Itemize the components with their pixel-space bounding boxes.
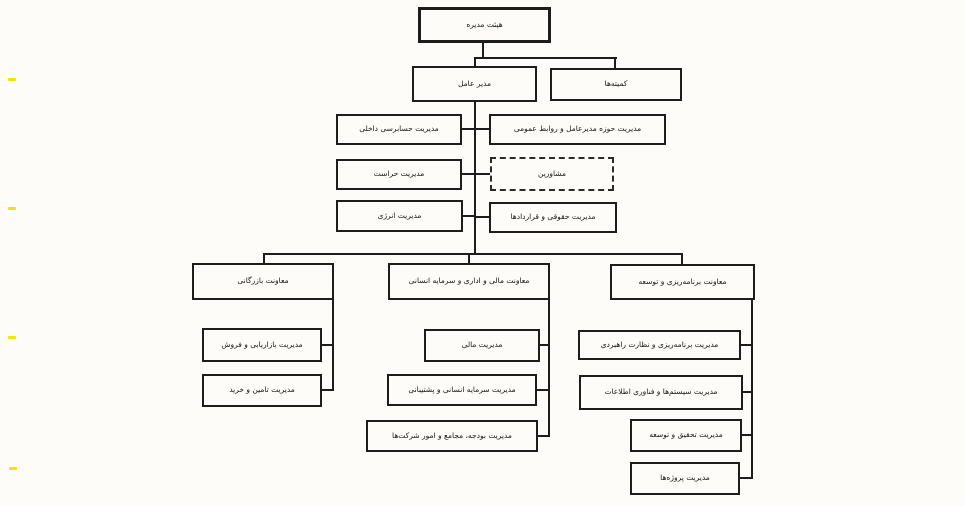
connector-commercial-spine: [332, 300, 334, 391]
connector-hr-support: [537, 389, 549, 391]
connector-marketing: [322, 344, 333, 346]
connector-advisors: [474, 173, 490, 175]
org-node-systems-it: مدیریت سیستم‌ها و فناوری اطلاعات: [579, 375, 743, 410]
org-node-finance-admin-deputy: معاونت مالی و اداری و سرمایه انسانی: [388, 263, 550, 300]
connector-finance-mgmt: [540, 344, 549, 346]
highlighter-mark: [8, 336, 16, 339]
org-node-marketing-sales: مدیریت بازاریابی و فروش: [202, 328, 322, 362]
connector-ceo-office: [474, 128, 489, 130]
connector-legal: [474, 216, 489, 218]
org-node-hr-support: مدیریت سرمایه انسانی و پشتیبانی: [387, 374, 537, 406]
connector-planning-spine: [751, 300, 753, 479]
connector-systems-it: [743, 391, 752, 393]
connector-budget: [538, 435, 549, 437]
connector-to-commercial: [263, 253, 265, 263]
org-node-rnd: مدیریت تحقیق و توسعه: [630, 419, 742, 452]
highlighter-mark: [8, 78, 16, 81]
connector-energy: [463, 215, 474, 217]
connector-to-planning-deputy: [681, 253, 683, 264]
connector-supply: [322, 389, 333, 391]
connector-ceo-spine: [474, 102, 476, 255]
org-node-planning-oversight: مدیریت برنامه‌ریزی و نظارت راهبردی: [578, 330, 741, 360]
org-node-legal-contracts: مدیریت حقوقی و قراردادها: [489, 202, 617, 233]
connector-to-finance-deputy: [468, 253, 470, 263]
connector-board-branch: [474, 57, 617, 59]
org-node-planning-dev-deputy: معاونت برنامه‌ریزی و توسعه: [610, 264, 755, 300]
org-node-internal-audit: مدیریت حسابرسی داخلی: [336, 114, 462, 145]
highlighter-mark: [8, 207, 16, 210]
org-node-commercial-deputy: معاونت بازرگانی: [192, 263, 334, 300]
connector-planning-oversight: [741, 344, 752, 346]
highlighter-mark: [9, 467, 17, 470]
connector-to-committees: [614, 57, 616, 69]
org-node-supply-procurement: مدیریت تامین و خرید: [202, 374, 322, 407]
connector-finance-spine: [548, 300, 550, 437]
connector-internal-audit: [462, 128, 474, 130]
org-node-budget-corporate: مدیریت بودجه، مجامع و امور شرکت‌ها: [366, 420, 538, 452]
connector-deputies-branch: [263, 253, 683, 255]
org-node-finance-mgmt: مدیریت مالی: [424, 329, 540, 362]
connector-rnd: [742, 434, 752, 436]
connector-to-ceo: [474, 57, 476, 67]
org-node-energy: مدیریت انرژی: [336, 200, 463, 232]
connector-projects: [740, 477, 752, 479]
connector-board-down: [482, 43, 484, 59]
connector-security: [462, 173, 474, 175]
org-node-projects: مدیریت پروژه‌ها: [630, 462, 740, 495]
org-node-ceo-office-pr: مدیریت حوزه مدیرعامل و روابط عمومی: [489, 114, 666, 145]
org-node-ceo: مدیر عامل: [412, 66, 537, 102]
org-node-security: مدیریت حراست: [336, 159, 462, 190]
org-node-advisors: مشاورین: [490, 157, 614, 191]
org-node-board: هیئت مدیره: [418, 7, 551, 43]
org-node-committees: کمیته‌ها: [550, 68, 682, 101]
